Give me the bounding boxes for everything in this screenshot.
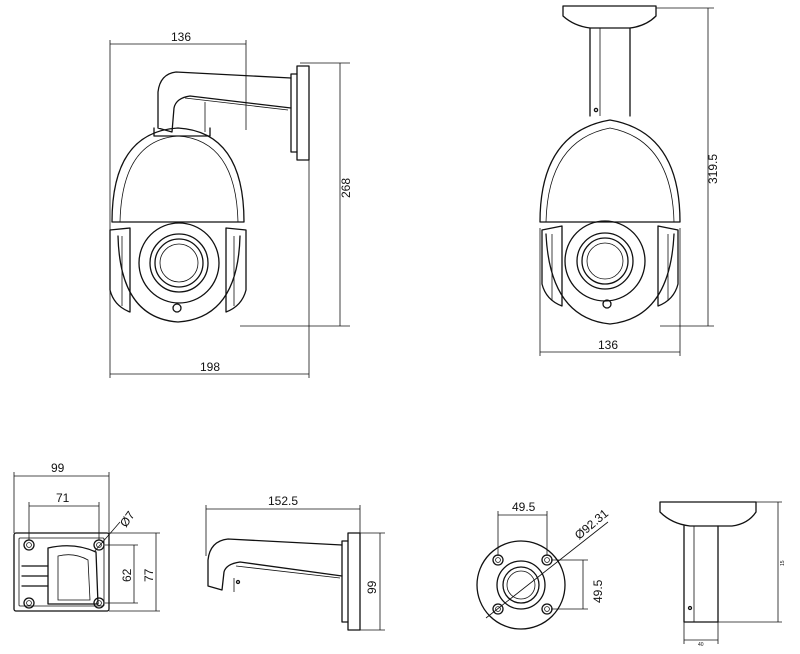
dim-side-height: 268 bbox=[339, 178, 353, 198]
dim-side-top: 136 bbox=[171, 30, 191, 44]
wall-arm-side-view bbox=[207, 532, 361, 631]
dim-mount-width: 40 bbox=[698, 642, 704, 648]
side-view-dimensions: 136 198 268 bbox=[109, 30, 353, 378]
wall-arm-dimensions: 152.5 99 bbox=[205, 494, 385, 631]
dim-flange-holes-v: 49.5 bbox=[591, 579, 605, 603]
dim-plate-holes-v: 62 bbox=[120, 568, 134, 582]
dim-plate-height: 77 bbox=[142, 568, 156, 582]
dim-flange-holes: 49.5 bbox=[512, 500, 536, 514]
dim-pendant-width: 136 bbox=[598, 338, 618, 352]
pendant-mount-side-view bbox=[659, 501, 757, 623]
wall-plate-dimensions: 99 71 Ø7 62 77 bbox=[13, 461, 160, 612]
dim-plate-width: 99 bbox=[51, 461, 65, 475]
dim-side-bottom: 198 bbox=[200, 360, 220, 374]
dim-plate-hole-dia: Ø7 bbox=[117, 508, 138, 529]
camera-side-view bbox=[109, 65, 310, 323]
wall-plate-front-view bbox=[13, 532, 110, 612]
dim-arm-length: 152.5 bbox=[268, 494, 298, 508]
dim-pendant-height: 319.5 bbox=[706, 154, 720, 184]
pendant-flange-dimensions: 49.5 Ø92.31 49.5 bbox=[485, 500, 611, 619]
dim-mount-height: 15 bbox=[780, 560, 786, 566]
dim-plate-holes: 71 bbox=[56, 491, 70, 505]
dim-arm-height: 99 bbox=[365, 580, 379, 594]
camera-pendant-view bbox=[539, 5, 681, 325]
pendant-flange-top-view bbox=[476, 540, 566, 630]
pendant-mount-dimensions: 15 40 bbox=[683, 501, 786, 648]
pendant-view-dimensions: 319.5 136 bbox=[539, 7, 720, 356]
